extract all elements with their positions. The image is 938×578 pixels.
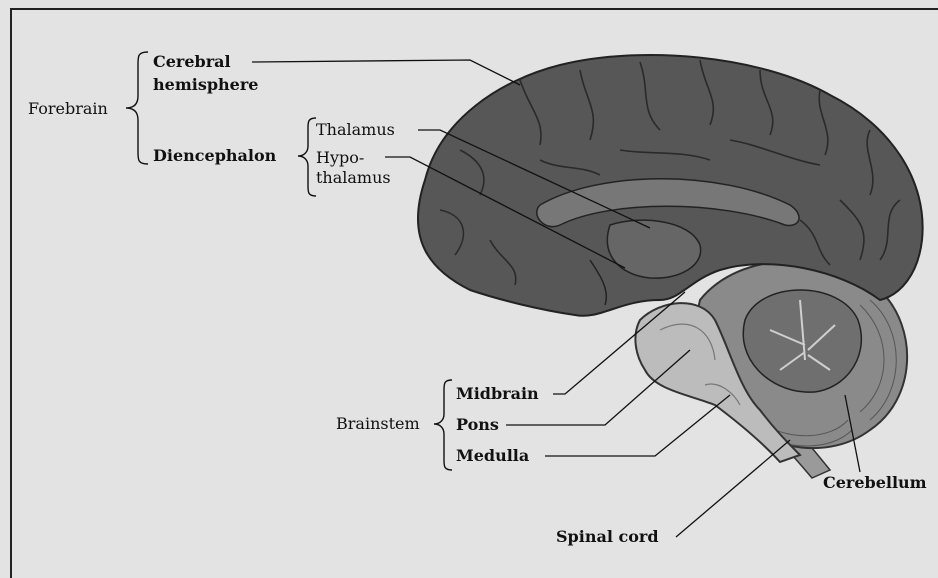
forebrain-brace	[126, 52, 148, 164]
hypothalamus-label-line2: thalamus	[316, 168, 391, 187]
cerebral-leader	[252, 60, 520, 85]
brainstem-brace	[434, 380, 452, 470]
brainstem-label: Brainstem	[336, 414, 420, 433]
pons-label: Pons	[456, 415, 499, 434]
cerebral-label-line1: Cerebral	[153, 52, 231, 71]
cerebral-label-line2: hemisphere	[153, 75, 258, 94]
medulla-label: Medulla	[456, 446, 529, 465]
hypothalamus-label-line1: Hypo-	[316, 148, 364, 167]
cerebellum-label: Cerebellum	[823, 473, 927, 492]
diencephalon-label: Diencephalon	[153, 146, 276, 165]
forebrain-label: Forebrain	[28, 99, 108, 118]
thalamus-label: Thalamus	[316, 120, 395, 139]
midbrain-label: Midbrain	[456, 384, 539, 403]
diencephalon-brace	[298, 118, 316, 196]
spinal-cord-leader	[676, 440, 790, 537]
spinal-cord-label: Spinal cord	[556, 527, 659, 546]
